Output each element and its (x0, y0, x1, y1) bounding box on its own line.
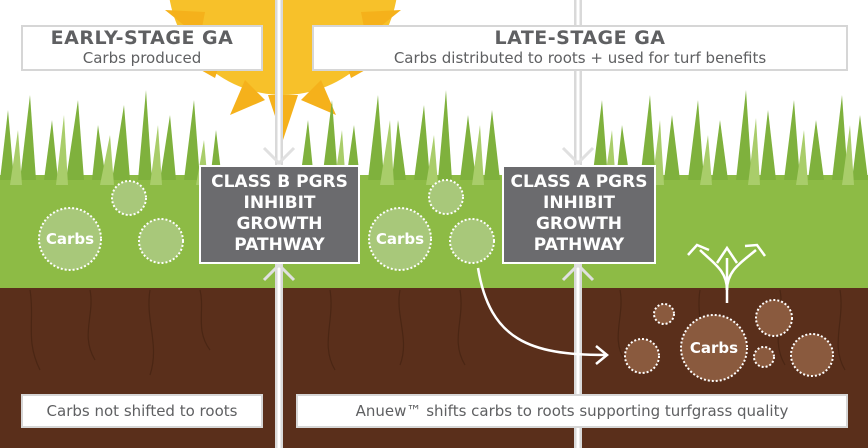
carb-circles-right-grass (368, 179, 495, 271)
footer-right: Anuew™ shifts carbs to roots supporting … (296, 394, 848, 428)
grass-blades-light (10, 115, 854, 185)
late-stage-subtitle: Carbs distributed to roots + used for tu… (393, 49, 767, 67)
class-b-line-3: GROWTH (236, 214, 323, 234)
class-b-line-1: CLASS B PGRS (211, 172, 348, 192)
carbs-label-grass: Carbs (375, 230, 425, 248)
carbs-label-roots: Carbs (689, 339, 739, 357)
down-arrow-icon (262, 146, 595, 166)
carb-circles-roots (624, 299, 834, 382)
curved-arrow-icon (476, 267, 609, 365)
class-a-line-3: GROWTH (535, 214, 623, 234)
late-stage-header: LATE-STAGE GA Carbs distributed to roots… (312, 25, 848, 71)
early-stage-header: EARLY-STAGE GA Carbs produced (21, 25, 263, 71)
early-stage-title: EARLY-STAGE GA (50, 27, 234, 49)
up-arrow-icon (262, 262, 595, 282)
carbs-label-left: Carbs (45, 230, 95, 248)
carb-circles-left (38, 180, 184, 271)
class-b-pgr-box: CLASS B PGRS INHIBIT GROWTH PATHWAY (199, 165, 360, 264)
early-stage-subtitle: Carbs produced (82, 49, 202, 67)
roots (29, 289, 846, 381)
class-a-line-2: INHIBIT (543, 193, 615, 213)
late-stage-title: LATE-STAGE GA (494, 27, 666, 49)
footer-left: Carbs not shifted to roots (21, 394, 263, 428)
class-a-pgr-box: CLASS A PGRS INHIBIT GROWTH PATHWAY (502, 165, 656, 264)
class-b-line-4: PATHWAY (234, 235, 325, 255)
class-a-line-4: PATHWAY (533, 235, 625, 255)
class-b-line-2: INHIBIT (243, 193, 316, 213)
class-a-line-1: CLASS A PGRS (510, 172, 648, 192)
branch-arrows-icon (687, 243, 767, 303)
